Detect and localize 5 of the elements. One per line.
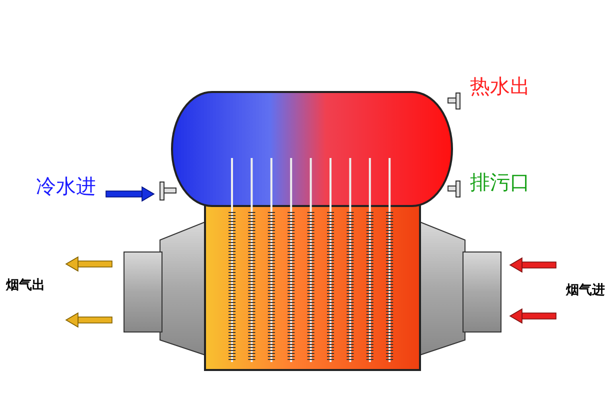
text-label: 热水出	[470, 76, 530, 96]
text-label: 烟气出	[6, 279, 45, 292]
text-label: 烟气进	[566, 284, 605, 297]
text-label: 排污口	[470, 172, 530, 192]
text-label: 冷水进	[36, 176, 96, 196]
